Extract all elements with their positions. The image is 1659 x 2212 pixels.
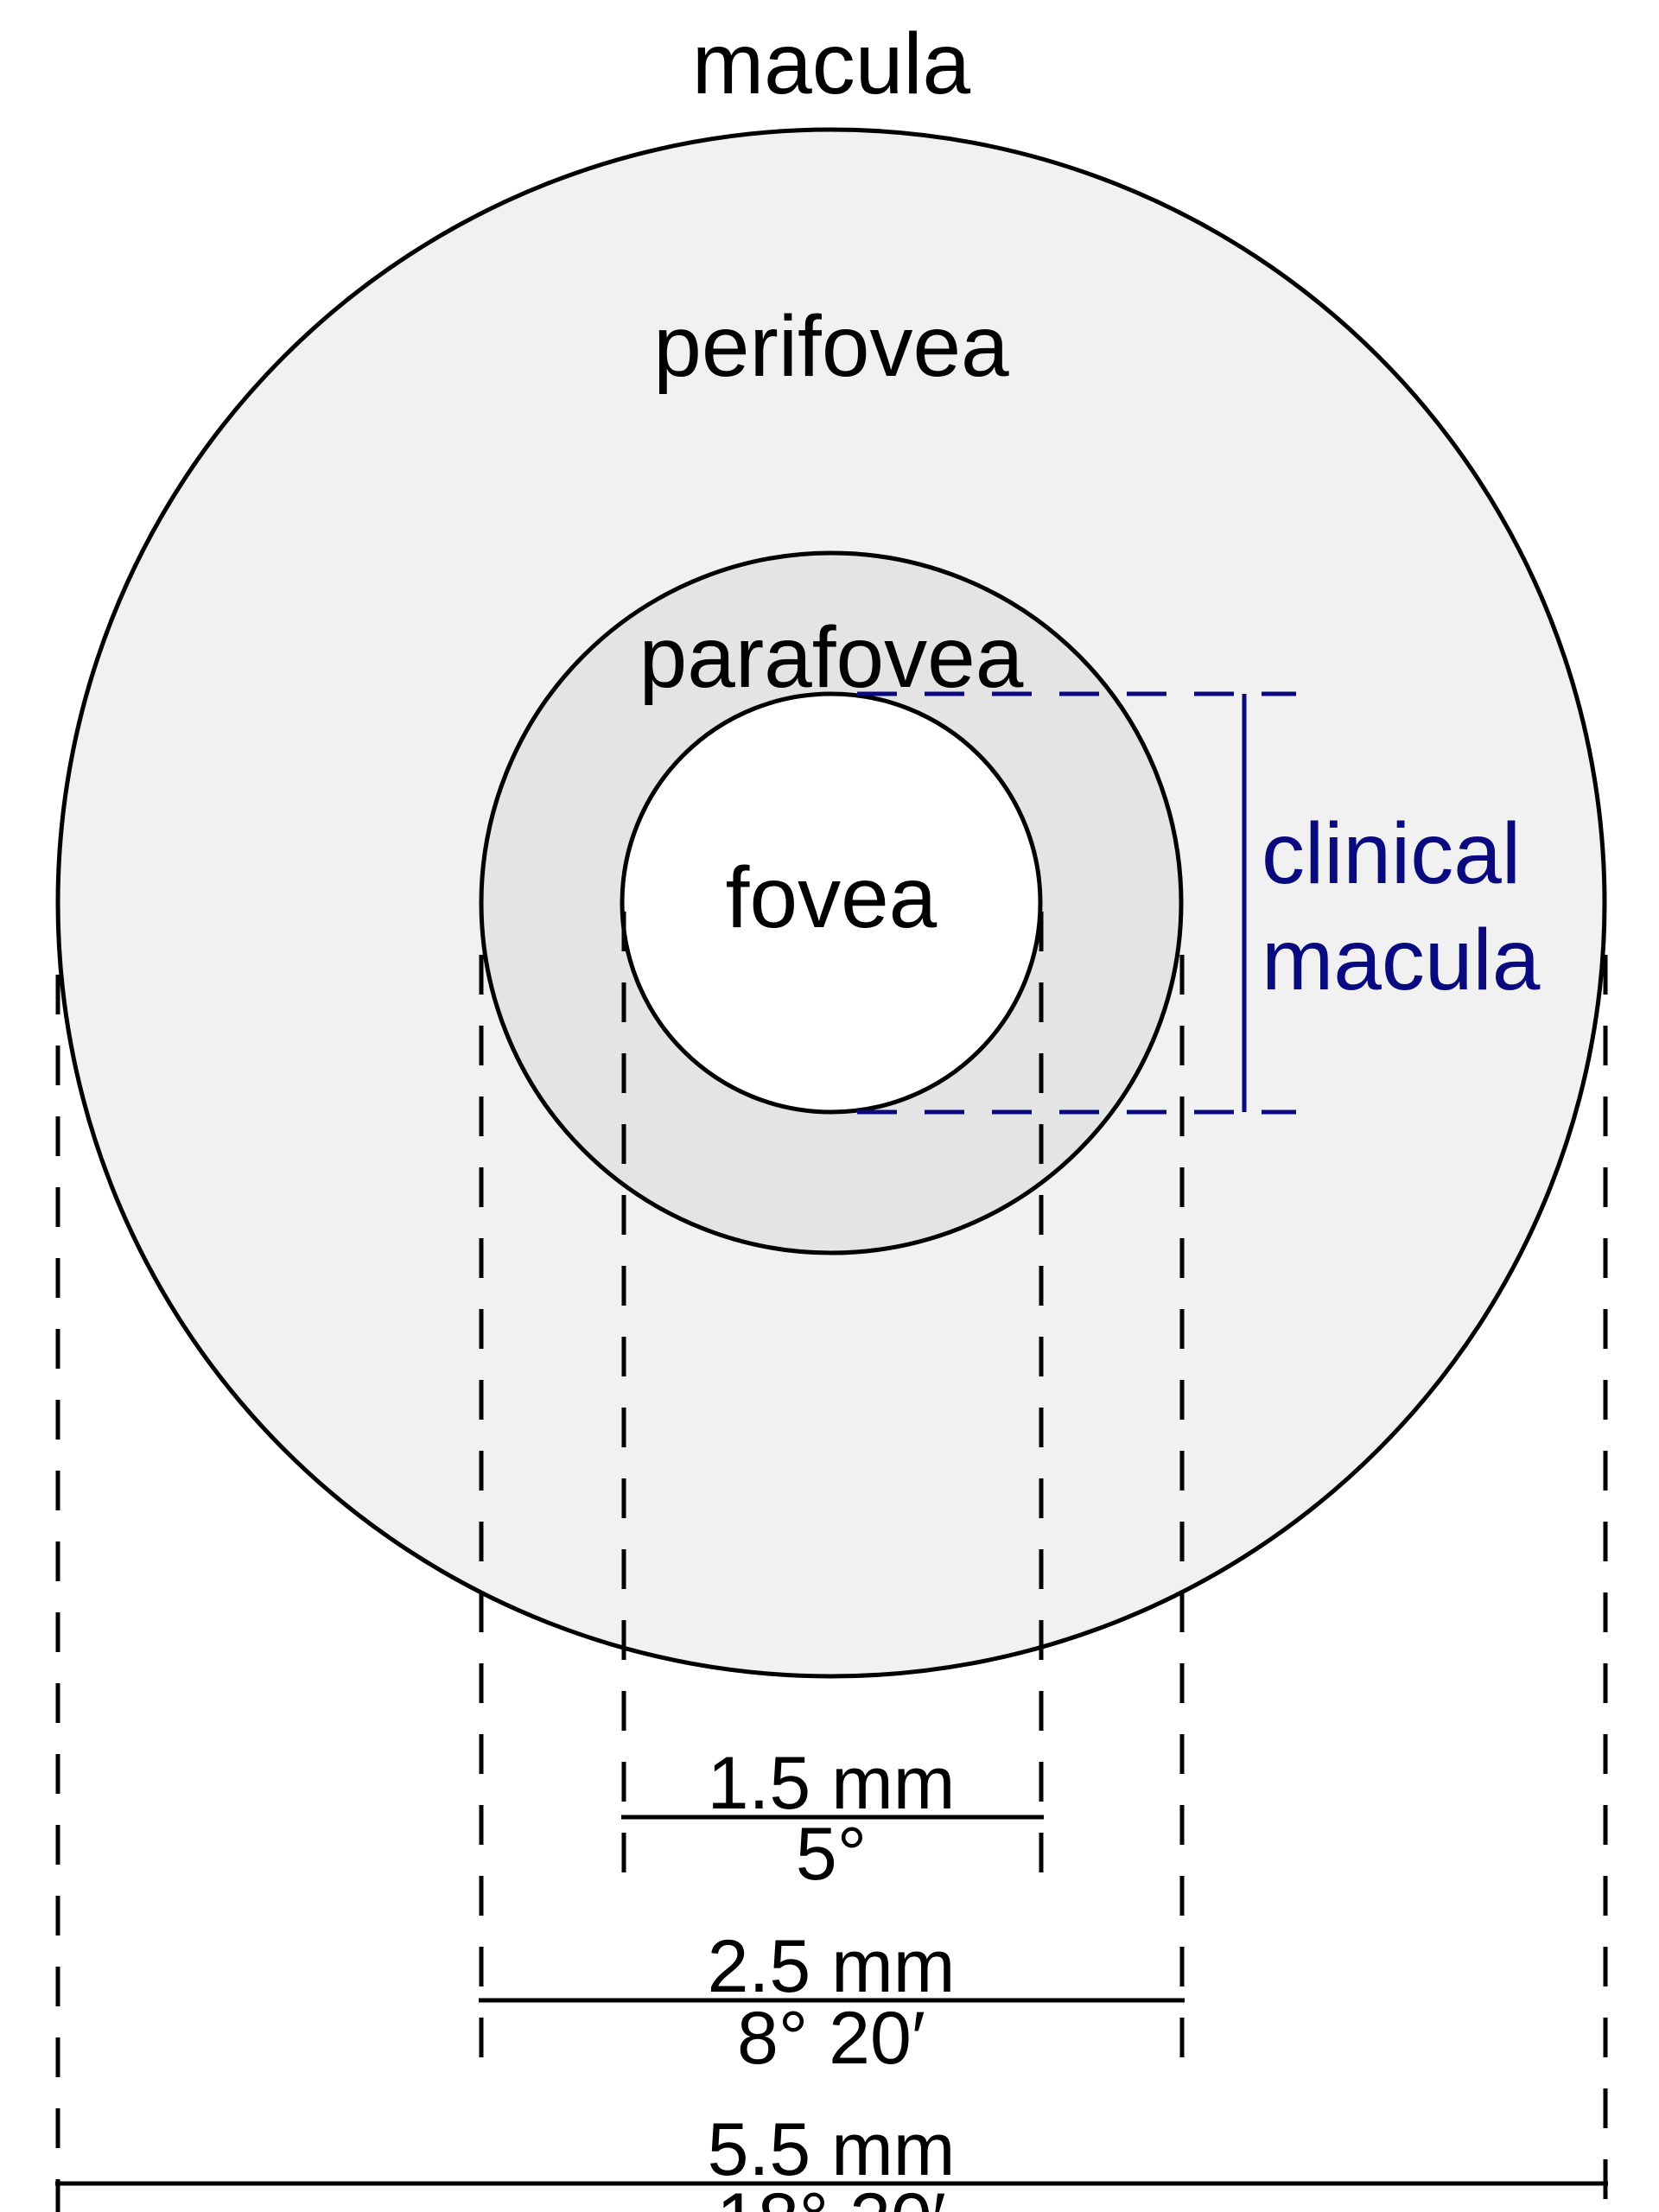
- macula-label: macula: [692, 16, 971, 112]
- fovea-mm-label: 1.5 mm: [708, 1742, 956, 1825]
- parafovea-mm-label: 2.5 mm: [708, 1925, 956, 2008]
- clinical-macula-label-line1: clinical: [1262, 805, 1521, 902]
- fovea-degree-label: 5°: [796, 1813, 867, 1896]
- parafovea-degree-label: 8° 20′: [737, 1997, 925, 2080]
- fovea-circle: [620, 691, 1043, 1115]
- perifovea-degree-label: 18° 20′: [716, 2178, 946, 2212]
- parafovea-label: parafovea: [639, 609, 1024, 706]
- perifovea-mm-label: 5.5 mm: [708, 2108, 956, 2191]
- fovea-label: fovea: [726, 849, 938, 946]
- perifovea-label: perifovea: [653, 298, 1009, 395]
- clinical-macula-label-line2: macula: [1262, 912, 1541, 1008]
